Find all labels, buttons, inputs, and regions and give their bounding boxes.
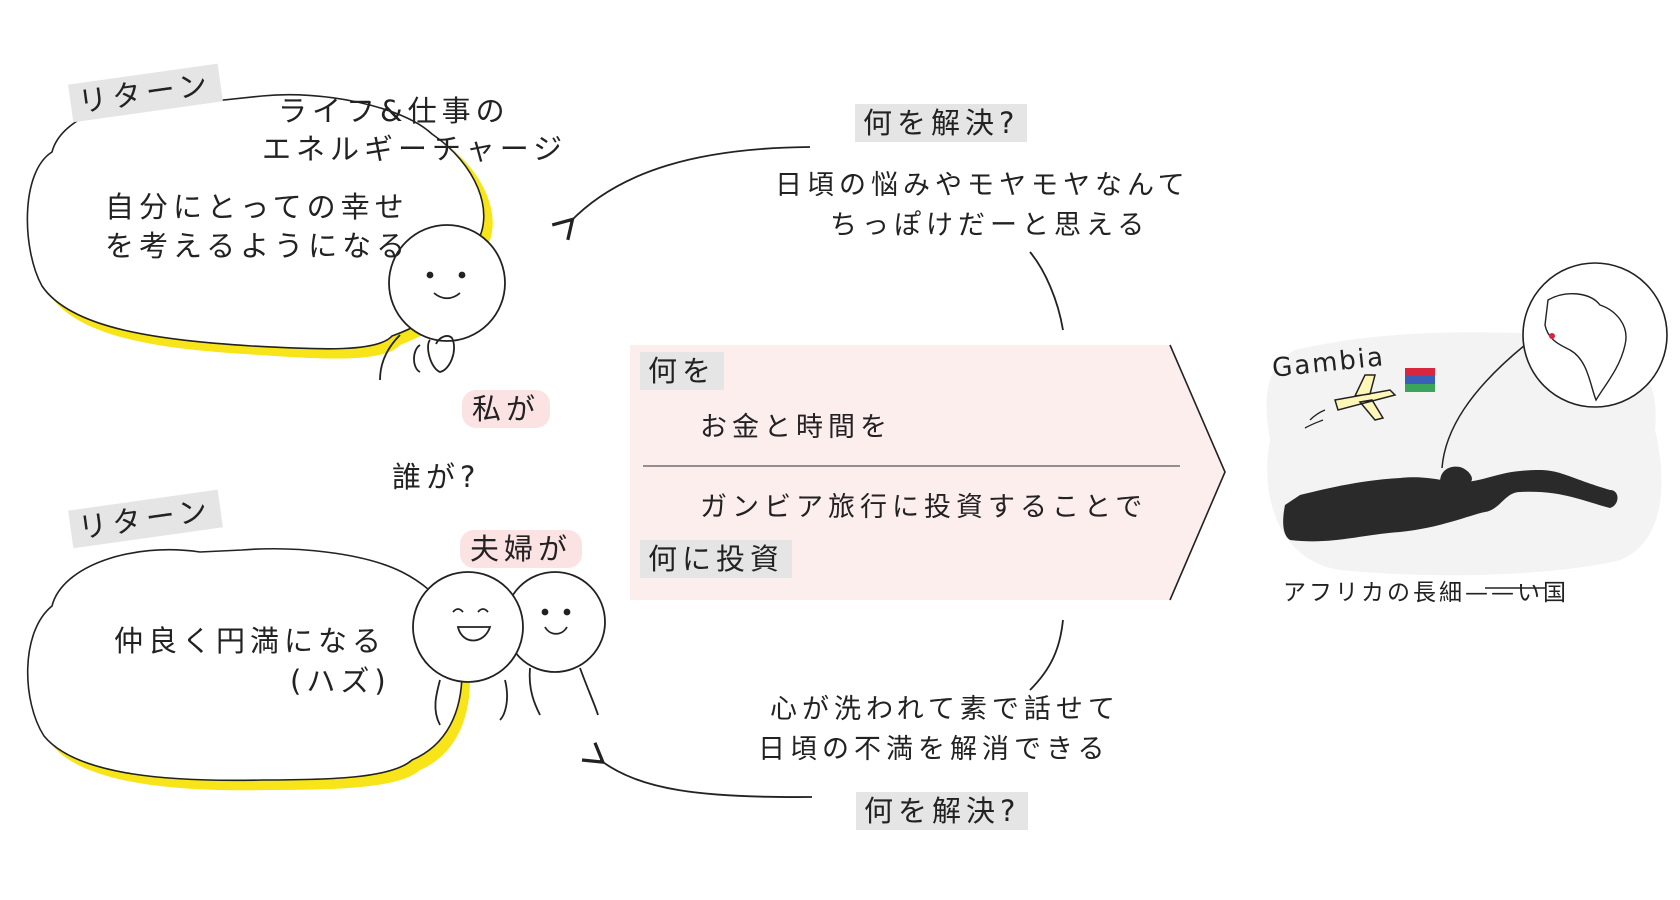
bottom-return-cloud [26,548,472,791]
top-return-body-2: を考えるようになる [105,229,411,263]
happy-person-illustration [379,224,506,381]
bottom-solve-question: 何を解決? [856,792,1029,830]
bottom-arrow [581,742,813,798]
globe-icon [1522,262,1668,408]
gambia-flag-icon [1405,368,1435,392]
couple-illustration [412,571,606,726]
top-return-body-1: 自分にとっての幸せ [105,190,409,224]
top-return-heading-1: ライフ&仕事の [278,94,510,128]
what-label: 何を [640,352,725,390]
airplane-icon [1334,374,1397,421]
top-return-cloud [26,93,493,359]
gambia-illustration [1266,262,1668,589]
bottom-return-body-1: 仲良く円満になる [114,624,387,658]
into-text: ガンビア旅行に投資することで [700,492,1148,523]
top-arrow [551,146,811,241]
who-question: 誰が? [392,460,481,494]
gambia-caption: アフリカの長細——い国 [1283,580,1569,606]
bottom-return-body-2: (ハズ) [290,664,391,698]
couple-label: 夫婦が [460,530,583,568]
top-solve-question: 何を解決? [855,104,1028,142]
bottom-solve-answer-2: 日頃の不満を解消できる [758,734,1110,765]
top-return-heading-2: エネルギーチャージ [262,132,568,166]
into-label: 何に投資 [640,540,793,578]
me-label: 私が [462,390,551,428]
gambia-country-shape [1283,470,1618,542]
top-solve-answer-1: 日頃の悩みやモヤモヤなんて [775,170,1190,201]
what-text: お金と時間を [700,412,892,443]
investment-chevron [630,345,1225,600]
top-solve-answer-2: ちっぽけだーと思える [830,210,1150,241]
bottom-solve-answer-1: 心が洗われて素で話せて [770,694,1120,725]
